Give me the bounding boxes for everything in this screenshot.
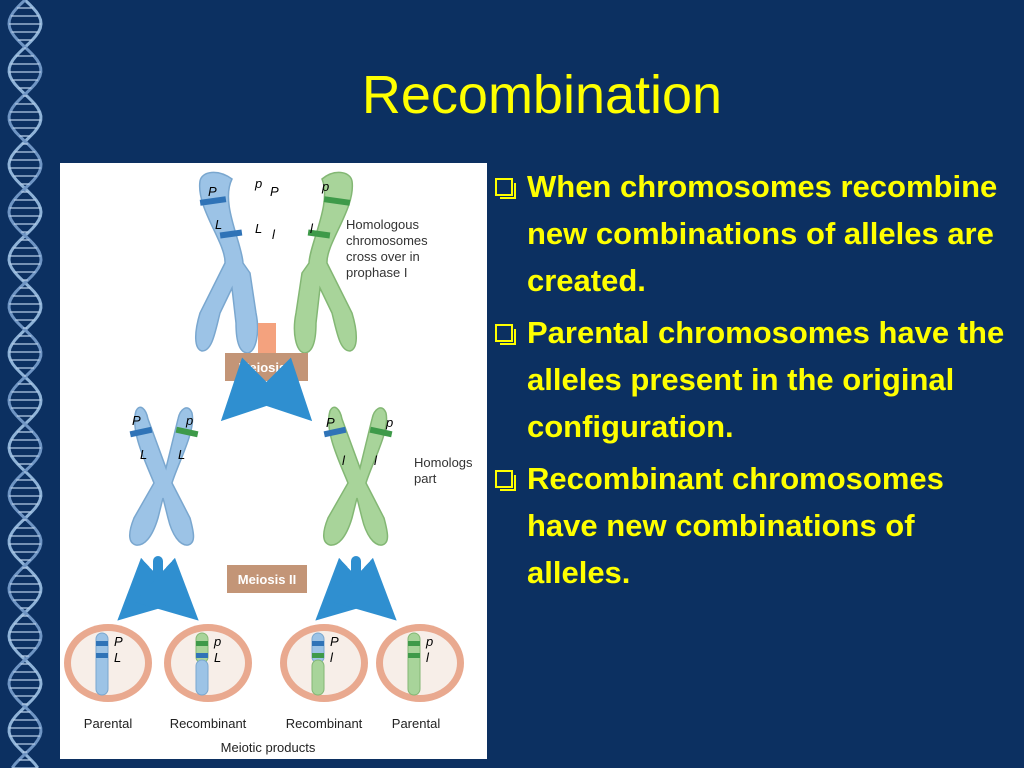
allele-label: p: [385, 415, 393, 430]
allele-labels-middle: P p L L P p l l: [132, 413, 393, 468]
product-labels: Parental Recombinant Recombinant Parenta…: [84, 716, 441, 731]
allele-label: P: [114, 634, 123, 649]
checkbox-square-icon: [495, 178, 516, 199]
cell-2: [164, 624, 252, 702]
meiosis-i-arrows: [220, 357, 313, 422]
meiosis-recombination-figure: P p P p L L l l Homologous chromosomes c…: [60, 163, 487, 759]
meiosis-ii-label-box: [227, 565, 307, 593]
bullet-text: When chromosomes recombine new combinati…: [527, 169, 998, 298]
allele-label: L: [178, 447, 185, 462]
allele-label: l: [330, 650, 334, 665]
cell-1: [64, 624, 152, 702]
chromosome-green-right: [323, 406, 393, 546]
allele-labels-top: P p P p L L l l: [208, 176, 329, 242]
allele-label: l: [310, 221, 314, 236]
slide-title: Recombination: [361, 65, 723, 125]
svg-text:cross over in: cross over in: [346, 249, 420, 264]
bullet-text: Parental chromosomes have the alleles pr…: [527, 315, 1005, 444]
meiosis-ii-label: Meiosis II: [238, 572, 297, 587]
product-label: Recombinant: [286, 716, 363, 731]
checkbox-square-icon: [495, 470, 516, 491]
chromosome-blue-top: [195, 171, 259, 354]
allele-label: P: [326, 415, 335, 430]
chromosome-green-top: [293, 171, 357, 354]
allele-label: l: [426, 650, 430, 665]
allele-label: l: [272, 227, 276, 242]
allele-label: l: [374, 453, 378, 468]
product-label: Recombinant: [170, 716, 247, 731]
allele-label: p: [213, 634, 221, 649]
svg-text:prophase I: prophase I: [346, 265, 407, 280]
allele-label: p: [185, 413, 193, 428]
meiosis-ii-arrows: [117, 556, 397, 621]
allele-labels-cells: P L p L P l p l: [114, 634, 433, 665]
allele-label: L: [114, 650, 121, 665]
stem-bar: [258, 323, 276, 353]
svg-text:Homologs: Homologs: [414, 455, 473, 470]
allele-label: P: [208, 184, 217, 199]
dna-border-decoration: [0, 0, 50, 768]
allele-label: l: [342, 453, 346, 468]
allele-label: P: [270, 184, 279, 199]
product-label: Parental: [392, 716, 441, 731]
bullet-text: Recombinant chromosomes have new combina…: [527, 461, 944, 590]
caption-homologs-part: Homologs part: [414, 455, 473, 486]
svg-text:chromosomes: chromosomes: [346, 233, 428, 248]
svg-text:part: part: [414, 471, 437, 486]
bullet-item: Recombinant chromosomes have new combina…: [493, 455, 1013, 596]
allele-label: L: [255, 221, 262, 236]
allele-label: p: [425, 634, 433, 649]
meiosis-i-label: Meiosis I: [239, 360, 294, 375]
bullet-item: Parental chromosomes have the alleles pr…: [493, 309, 1013, 450]
product-label: Parental: [84, 716, 133, 731]
allele-label: L: [214, 650, 221, 665]
allele-label: P: [330, 634, 339, 649]
allele-label: P: [132, 413, 141, 428]
cell-3: [280, 624, 368, 702]
bullet-list: When chromosomes recombine new combinati…: [493, 163, 1013, 601]
allele-label: p: [321, 179, 329, 194]
allele-label: L: [215, 217, 222, 232]
allele-label: L: [140, 447, 147, 462]
caption-cross-over: Homologous chromosomes cross over in pro…: [346, 217, 428, 280]
checkbox-square-icon: [495, 324, 516, 345]
chromosome-blue-left: [129, 406, 199, 546]
meiotic-products-caption: Meiotic products: [221, 740, 316, 755]
bullet-item: When chromosomes recombine new combinati…: [493, 163, 1013, 304]
cell-4: [376, 624, 464, 702]
allele-label: p: [254, 176, 262, 191]
svg-text:Homologous: Homologous: [346, 217, 419, 232]
